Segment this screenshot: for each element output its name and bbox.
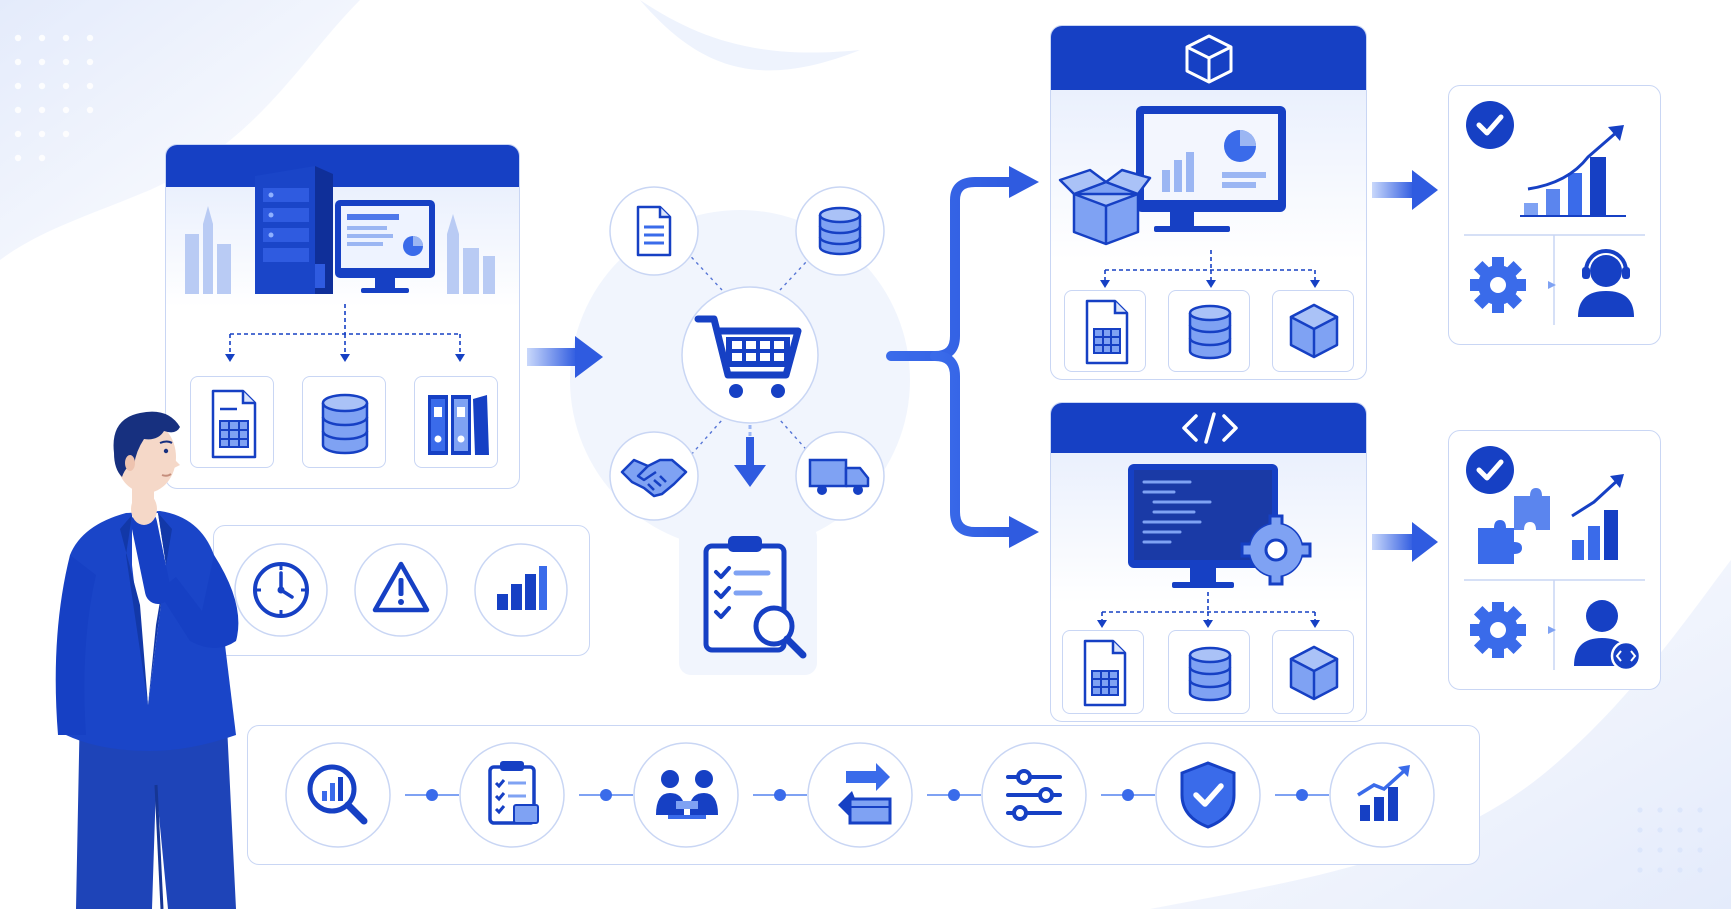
spreadsheet-document-icon bbox=[211, 389, 257, 459]
gear-icon bbox=[1470, 602, 1526, 658]
process-steps-connectors bbox=[405, 789, 1329, 801]
check-circle-icon bbox=[1466, 446, 1514, 494]
cube-icon bbox=[1185, 34, 1233, 84]
hub-document-icon bbox=[609, 186, 699, 276]
flow-arrow-packaged-outcome bbox=[1372, 170, 1438, 210]
database-icon bbox=[1188, 304, 1232, 360]
thinking-businessman bbox=[55, 411, 239, 909]
legacy-card-header bbox=[166, 145, 519, 187]
packaged-outcome-icons bbox=[1464, 101, 1645, 325]
packaged-output-database bbox=[1168, 290, 1250, 372]
hub-delivery-truck-icon bbox=[795, 431, 885, 521]
shopping-cart-icon bbox=[694, 315, 802, 398]
database-icon bbox=[1188, 646, 1232, 702]
puzzle-pieces-icon bbox=[1478, 488, 1550, 564]
custom-outcome-icons bbox=[1464, 446, 1645, 672]
collaboration-meeting-icon bbox=[633, 742, 739, 848]
spreadsheet-document-icon bbox=[1085, 299, 1129, 365]
growth-chart-icon bbox=[1520, 125, 1626, 217]
legacy-output-binders bbox=[414, 376, 498, 468]
hub-handshake-icon bbox=[609, 431, 699, 521]
legacy-illustration bbox=[185, 166, 495, 362]
requirements-checklist-icon bbox=[459, 742, 565, 848]
hub-database-icon bbox=[795, 186, 885, 276]
custom-illustration bbox=[1097, 464, 1320, 628]
cube-icon bbox=[1289, 303, 1339, 359]
flow-arrow-to-hub bbox=[527, 336, 603, 378]
bar-chart-icon bbox=[474, 543, 568, 637]
gear-icon bbox=[1470, 257, 1526, 313]
custom-output-cube bbox=[1272, 630, 1354, 714]
monitor-icon bbox=[335, 200, 435, 293]
custom-output-spreadsheet bbox=[1062, 630, 1144, 714]
support-agent-icon bbox=[1578, 249, 1634, 317]
legacy-output-database bbox=[302, 376, 386, 468]
security-shield-icon bbox=[1155, 742, 1261, 848]
warning-triangle-icon bbox=[354, 543, 448, 637]
fork-connector bbox=[886, 166, 1039, 548]
growth-results-icon bbox=[1329, 742, 1435, 848]
analysis-search-icon bbox=[285, 742, 391, 848]
growth-chart-icon bbox=[1571, 474, 1624, 560]
spreadsheet-document-icon bbox=[1083, 639, 1127, 707]
data-migration-icon bbox=[807, 742, 913, 848]
packaged-illustration bbox=[1058, 106, 1320, 288]
cube-icon bbox=[1289, 645, 1339, 701]
server-icon bbox=[255, 166, 333, 294]
code-brackets-icon bbox=[1182, 412, 1238, 444]
packaged-output-spreadsheet bbox=[1064, 290, 1146, 372]
developer-icon bbox=[1574, 600, 1642, 672]
clock-gauge-icon bbox=[234, 543, 328, 637]
flow-arrow-custom-outcome bbox=[1372, 522, 1438, 562]
clipboard-checklist-magnifier-icon bbox=[703, 536, 807, 659]
database-icon bbox=[321, 393, 369, 455]
legacy-output-spreadsheet bbox=[190, 376, 274, 468]
custom-output-database bbox=[1168, 630, 1250, 714]
packaged-output-cube bbox=[1272, 290, 1354, 372]
check-circle-icon bbox=[1466, 101, 1514, 149]
configuration-sliders-icon bbox=[981, 742, 1087, 848]
binders-icon bbox=[428, 395, 489, 455]
